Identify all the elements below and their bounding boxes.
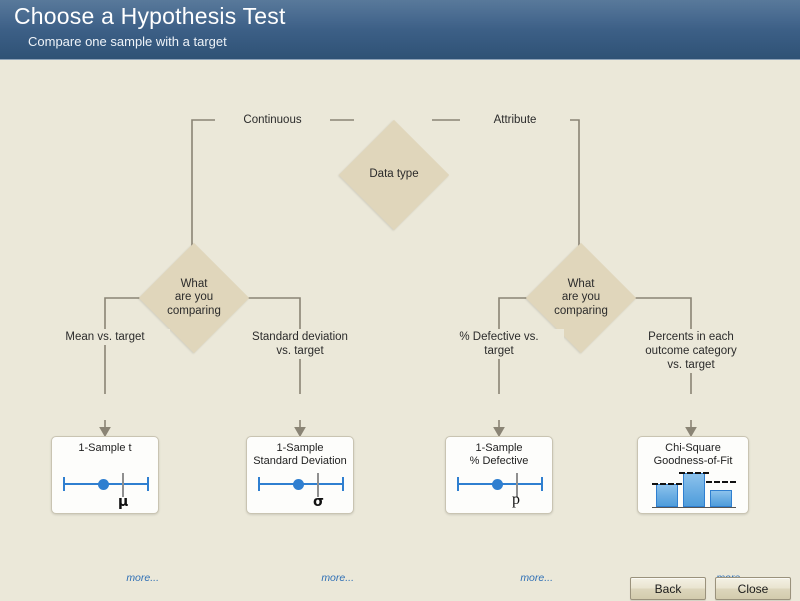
criterion-label-stdev: Standard deviation vs. target	[235, 329, 365, 359]
window-header: Choose a Hypothesis Test Compare one sam…	[0, 0, 800, 60]
criterion-label-percents-category: Percents in each outcome category vs. ta…	[626, 329, 756, 373]
result-card-symbol: p	[512, 491, 520, 508]
result-card-title: 1-Sample Standard Deviation	[253, 442, 347, 467]
decision-node-label: What are you comparing	[167, 277, 221, 317]
more-link-1-sample-t[interactable]: more...	[126, 572, 159, 584]
result-card-title: 1-Sample t	[78, 442, 132, 454]
page-subtitle: Compare one sample with a target	[28, 34, 227, 49]
decision-node-compare-continuous[interactable]: What are you comparing	[138, 242, 250, 354]
result-card-title: Chi-Square Goodness-of-Fit	[653, 442, 733, 467]
result-card-1-sample-standard-deviation[interactable]: 1-Sample Standard Deviation σ	[246, 436, 354, 514]
more-link-1-sample-pct-defective[interactable]: more...	[520, 572, 553, 584]
decision-node-label: What are you comparing	[554, 277, 608, 317]
close-button[interactable]: Close	[715, 577, 791, 600]
decision-node-data-type[interactable]: Data type	[338, 119, 450, 231]
result-card-symbol: σ	[313, 494, 324, 510]
page-title: Choose a Hypothesis Test	[14, 3, 286, 29]
decision-node-compare-attribute[interactable]: What are you comparing	[525, 242, 637, 354]
back-button[interactable]: Back	[630, 577, 706, 600]
result-card-chi-square-goodness-of-fit[interactable]: Chi-Square Goodness-of-Fit	[637, 436, 749, 514]
interval-plot-icon: p	[446, 465, 552, 509]
criterion-label-pct-defective: % Defective vs. target	[434, 329, 564, 359]
result-card-title: 1-Sample % Defective	[469, 442, 529, 467]
interval-plot-icon: μ	[52, 465, 158, 509]
result-card-1-sample-pct-defective[interactable]: 1-Sample % Defective p	[445, 436, 553, 514]
interval-plot-icon: σ	[247, 465, 353, 509]
branch-label-continuous: Continuous	[215, 112, 330, 128]
decision-node-label: Data type	[369, 168, 419, 181]
bar-chart-icon	[638, 465, 748, 509]
result-card-1-sample-t[interactable]: 1-Sample t μ	[51, 436, 159, 514]
result-card-symbol: μ	[118, 494, 129, 510]
more-link-1-sample-standard-deviation[interactable]: more...	[321, 572, 354, 584]
branch-label-attribute: Attribute	[460, 112, 570, 128]
criterion-label-mean: Mean vs. target	[40, 329, 170, 345]
decision-tree-canvas: Data type Continuous Attribute What are …	[0, 60, 800, 601]
